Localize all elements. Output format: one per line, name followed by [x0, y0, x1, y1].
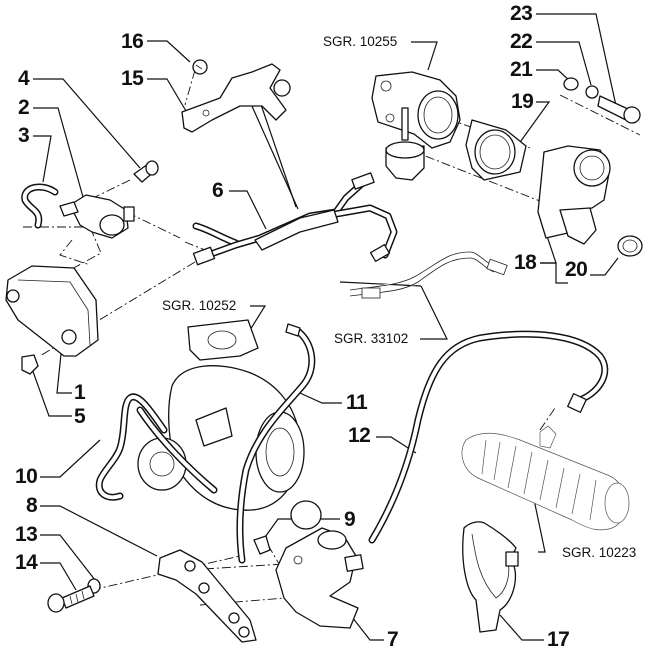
- part-7-sensor: [275, 527, 364, 629]
- leader-lines: [30, 13, 619, 641]
- leader-5: [30, 365, 72, 417]
- part-4-bolt: [133, 160, 159, 183]
- leader-6: [229, 190, 267, 230]
- callout-2: 2: [18, 96, 30, 119]
- callout-9: 9: [344, 508, 356, 531]
- leader-20: [590, 257, 619, 276]
- part-20-clamp: [617, 235, 643, 257]
- leader-17: [499, 614, 544, 641]
- callout-11: 11: [346, 391, 368, 414]
- part-21-washer: [563, 77, 579, 91]
- leader-sgr33102: [420, 285, 448, 340]
- part-2-solenoid-valve: [59, 194, 135, 239]
- leader-11: [299, 392, 342, 404]
- callout-12: 12: [348, 424, 371, 447]
- group-ref-sgr-10223: SGR. 10223: [562, 545, 637, 560]
- callout-3: 3: [18, 124, 30, 147]
- leader-sgr10255: [411, 41, 438, 71]
- leader-3: [33, 135, 52, 183]
- callout-13: 13: [15, 523, 38, 546]
- leader-12: [376, 436, 417, 454]
- leader-7: [351, 616, 384, 641]
- part-10-hose: [95, 393, 218, 501]
- sgr-10255-egr-valve: [371, 71, 461, 181]
- callout-1: 1: [74, 381, 86, 404]
- part-18-flange: [537, 145, 611, 245]
- part-1-control-unit: [5, 265, 99, 357]
- leader-10: [40, 439, 101, 478]
- part-17-clamp-bracket: [462, 521, 519, 633]
- leader-8: [40, 505, 158, 557]
- leader-4: [33, 78, 141, 169]
- leader-13: [40, 534, 96, 581]
- callout-17: 17: [547, 628, 570, 651]
- part-5-nut: [21, 354, 39, 375]
- callout-23: 23: [510, 2, 533, 25]
- part-6-hose-harness: [192, 172, 398, 266]
- leader-sgr33102b: [339, 281, 422, 287]
- leader-1: [56, 353, 72, 394]
- leader-23: [536, 13, 619, 116]
- part-23-bolt: [597, 95, 641, 124]
- part-14-bolt: [47, 585, 95, 613]
- group-ref-sgr-33102: SGR. 33102: [334, 331, 409, 346]
- leader-21: [536, 69, 572, 83]
- part-22-washer: [585, 85, 599, 99]
- callout-18: 18: [514, 251, 537, 274]
- leader-16: [147, 40, 191, 63]
- callout-19: 19: [511, 90, 534, 113]
- part-19-gasket: [465, 119, 527, 181]
- callout-14: 14: [15, 551, 38, 574]
- leader-sgr10223: [531, 489, 546, 553]
- callout-10: 10: [15, 465, 38, 488]
- callout-4: 4: [18, 67, 30, 90]
- part-11-pipe: [236, 323, 316, 564]
- leader-15c: [255, 89, 297, 208]
- part-15-bracket: [181, 63, 291, 133]
- sgr-10252-turbocharger: [137, 319, 322, 530]
- callout-22: 22: [510, 30, 533, 53]
- sgr-10223-intake-hose: [461, 425, 630, 531]
- leader-14: [40, 562, 77, 591]
- callout-20: 20: [565, 258, 588, 281]
- part-16-clip: [192, 59, 208, 75]
- part-12-hose: [368, 330, 609, 544]
- callout-21: 21: [510, 58, 533, 81]
- callout-5: 5: [74, 405, 86, 428]
- part-3-hose: [21, 183, 59, 229]
- group-ref-sgr-10252: SGR. 10252: [162, 298, 237, 313]
- leader-19: [517, 101, 551, 146]
- leader-18: [540, 262, 568, 284]
- callout-6: 6: [212, 179, 224, 202]
- group-ref-sgr-10255: SGR. 10255: [323, 34, 398, 49]
- leader-22: [536, 41, 592, 86]
- callout-7: 7: [387, 628, 399, 651]
- leader-15b: [246, 94, 299, 210]
- sgr-33102-sensor-line: [349, 251, 508, 299]
- callout-15: 15: [121, 67, 144, 90]
- leader-sgr10252: [249, 305, 267, 331]
- callout-8: 8: [26, 494, 38, 517]
- leader-15: [147, 78, 187, 112]
- part-8-bracket: [157, 549, 257, 643]
- part-9-clip: [253, 535, 271, 555]
- leader-2: [33, 107, 84, 198]
- callout-16: 16: [121, 30, 144, 53]
